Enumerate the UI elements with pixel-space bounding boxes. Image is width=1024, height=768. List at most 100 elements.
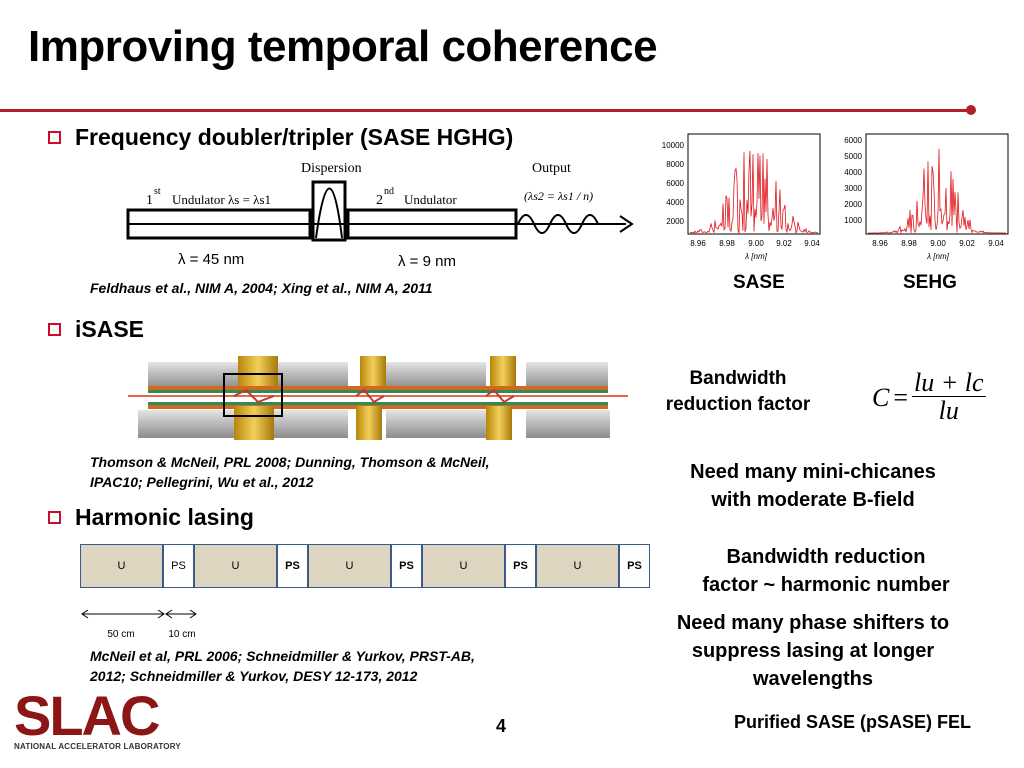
segment-phase-shifter: PS [163, 544, 194, 588]
dim-label-50: 50 cm [107, 629, 134, 640]
sase-spectrum-plot: 10000 8000 6000 4000 2000 8.96 8.98 9.00… [662, 133, 821, 261]
undulator2-num: 2 [376, 193, 383, 208]
bottom-magnet-row [138, 406, 610, 440]
isase-undulator-illustration [128, 356, 628, 440]
dispersion-curve [315, 187, 343, 239]
sase-ytick: 10000 [662, 141, 685, 150]
harmonic-note1-line2: factor ~ harmonic number [702, 574, 950, 596]
output-formula: (λs2 = λs1 / n) [524, 189, 593, 203]
sehg-xlabel: λ [nm] [926, 252, 949, 261]
footer-text: Purified SASE (pSASE) FEL [734, 712, 972, 732]
heading-harmonic: Harmonic lasing [75, 504, 254, 530]
undulator1-num: 1 [146, 193, 153, 208]
citation-harmonic-line1: McNeil et al, PRL 2006; Schneidmiller & … [90, 648, 475, 664]
segment-phase-shifter: PS [619, 544, 650, 588]
lambda1-label: λ = 45 nm [178, 251, 244, 268]
undulator2-sup: nd [384, 186, 394, 197]
hghg-schematic: 1 st Undulator λs = λs1 Dispersion 2 nd … [126, 161, 634, 270]
bullet-isase: iSASE [48, 316, 144, 343]
undulator2-label: Undulator [404, 192, 457, 207]
harmonic-note2-line1: Need many phase shifters to [676, 612, 950, 634]
sase-xtick: 9.02 [776, 239, 792, 248]
checkbox-bullet-icon [48, 323, 61, 336]
sehg-label: SEHG [903, 272, 957, 293]
sehg-xtick: 9.00 [930, 239, 946, 248]
undulator1-sup: st [154, 186, 161, 197]
sehg-xtick: 9.02 [959, 239, 975, 248]
segment-undulator: U [194, 544, 278, 588]
page-number: 4 [496, 716, 507, 736]
dim-arrows-10 [165, 609, 197, 619]
bullet-harmonic: Harmonic lasing [48, 504, 254, 531]
sehg-xtick: 9.04 [988, 239, 1004, 248]
citation-harmonic-line2: 2012; Schneidmiller & Yurkov, DESY 12-17… [90, 668, 418, 684]
sase-xtick: 9.04 [804, 239, 820, 248]
harmonic-note1: Bandwidth reduction factor ~ harmonic nu… [676, 543, 976, 599]
segment-phase-shifter: PS [505, 544, 536, 588]
sehg-ytick: 6000 [844, 136, 862, 145]
sase-xlabel: λ [nm] [744, 252, 767, 261]
sehg-plot-frame [865, 133, 1009, 235]
sase-xtick: 8.98 [719, 239, 735, 248]
citation-harmonic: McNeil et al, PRL 2006; Schneidmiller & … [90, 646, 475, 686]
sase-ytick: 6000 [666, 179, 684, 188]
sehg-ytick: 1000 [844, 216, 862, 225]
title-divider [0, 109, 972, 112]
sehg-ytick: 2000 [844, 200, 862, 209]
sase-ytick: 4000 [666, 198, 684, 207]
isase-note-line1: Need many mini-chicanes [690, 461, 936, 483]
undulator-segment-strip: U PS U PS U PS U PS U PS [80, 544, 650, 588]
citation-hghg: Feldhaus et al., NIM A, 2004; Xing et al… [90, 280, 433, 296]
output-label: Output [532, 161, 571, 176]
dispersion-box [311, 180, 347, 242]
sehg-xtick: 8.98 [901, 239, 917, 248]
chicane-highlight-box [223, 373, 283, 417]
formula-eq: = [893, 382, 909, 412]
harmonic-note1-line1: Bandwidth reduction [726, 546, 926, 568]
segment-dimensions: 50 cm 10 cm [81, 609, 197, 640]
slac-logo-text: SLAC [14, 684, 160, 747]
sehg-spectrum-plot: 6000 5000 4000 3000 2000 1000 8.96 8.98 … [844, 133, 1009, 261]
sehg-ytick: 5000 [844, 152, 862, 161]
checkbox-bullet-icon [48, 131, 61, 144]
dispersion-label: Dispersion [301, 161, 362, 176]
sehg-ytick: 4000 [844, 168, 862, 177]
sase-xtick: 9.00 [748, 239, 764, 248]
sase-spectrum-line [689, 150, 819, 235]
page-title: Improving temporal coherence [28, 22, 658, 71]
isase-note-line2: with moderate B-field [711, 489, 915, 511]
dim-label-10: 10 cm [168, 629, 195, 640]
harmonic-note2-line2: suppress lasing at longer [691, 640, 935, 662]
bw-label-line1: Bandwidth [689, 368, 787, 389]
sehg-xtick: 8.96 [872, 239, 888, 248]
citation-isase-line2: IPAC10; Pellegrini, Wu et al., 2012 [90, 474, 314, 490]
lambda2-label: λ = 9 nm [398, 253, 456, 270]
chicane-path [355, 388, 385, 404]
slac-logo: SLAC NATIONAL ACCELERATOR LABORATORY [14, 688, 194, 752]
segment-undulator: U [422, 544, 506, 588]
bullet-hghg: Frequency doubler/tripler (SASE HGHG) [48, 124, 513, 151]
citation-isase-line1: Thomson & McNeil, PRL 2008; Dunning, Tho… [90, 454, 490, 470]
slac-logo-subtitle: NATIONAL ACCELERATOR LABORATORY [14, 742, 181, 751]
arrow-icon [619, 215, 634, 233]
segment-undulator: U [536, 544, 620, 588]
chicane-path [233, 388, 275, 404]
sase-ytick: 2000 [666, 217, 684, 226]
formula-numerator: lu + lc [912, 368, 986, 397]
formula-denominator: lu [938, 396, 959, 425]
checkbox-bullet-icon [48, 511, 61, 524]
heading-isase: iSASE [75, 316, 145, 342]
segment-phase-shifter: PS [391, 544, 422, 588]
bw-label: Bandwidth reduction factor [650, 366, 826, 418]
formula-fraction: lu + lc lu [912, 370, 986, 425]
heading-hghg: Frequency doubler/tripler (SASE HGHG) [75, 124, 514, 150]
output-wave [517, 214, 599, 234]
sase-xtick: 8.96 [690, 239, 706, 248]
bandwidth-formula: C = lu + lc lu [872, 370, 986, 425]
top-magnet-row [148, 356, 608, 390]
citation-isase: Thomson & McNeil, PRL 2008; Dunning, Tho… [90, 452, 490, 492]
harmonic-note2: Need many phase shifters to suppress las… [648, 609, 978, 693]
formula-lhs: C [872, 382, 890, 412]
isase-note: Need many mini-chicanes with moderate B-… [660, 458, 966, 514]
harmonic-note2-line3: wavelengths [752, 668, 874, 690]
